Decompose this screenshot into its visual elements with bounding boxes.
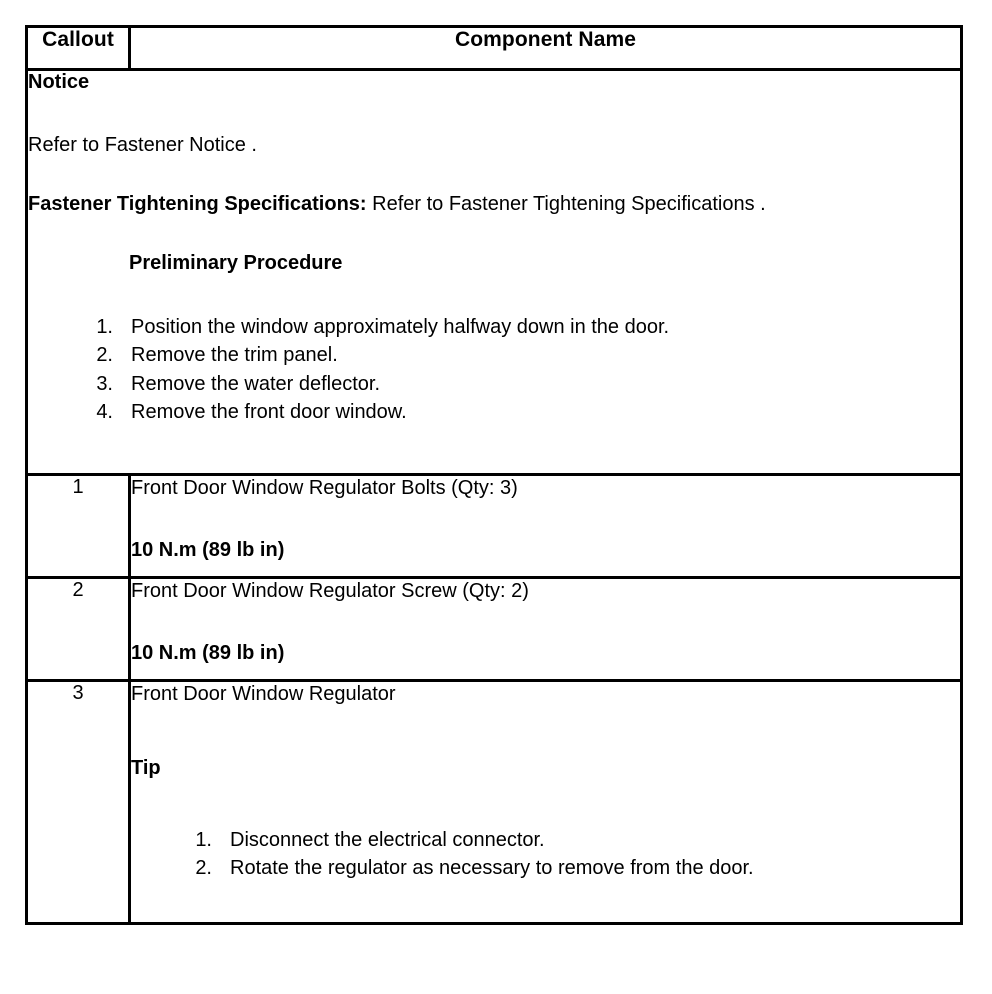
table-header-row: Callout Component Name <box>25 25 963 71</box>
tip-list: 1. Disconnect the electrical connector. … <box>178 826 960 883</box>
notice-row: Notice Refer to Fastener Notice . Fasten… <box>25 68 963 476</box>
component-cell: Front Door Window Regulator Tip 1. Disco… <box>128 678 963 925</box>
preliminary-procedure-heading: Preliminary Procedure <box>129 252 343 274</box>
spacer <box>28 216 960 252</box>
list-item-number: 1. <box>195 828 212 851</box>
list-item-text: Disconnect the electrical connector. <box>230 828 545 851</box>
list-item: 3. Remove the water deflector. <box>79 370 960 398</box>
list-item-text: Remove the trim panel. <box>131 344 338 367</box>
component-title: Front Door Window Regulator <box>131 682 396 705</box>
list-item-text: Remove the front door window. <box>131 401 407 424</box>
spacer <box>28 427 960 473</box>
spacer <box>131 603 960 641</box>
tip-heading: Tip <box>131 756 161 779</box>
table-row: 3 Front Door Window Regulator Tip 1. Dis… <box>25 678 963 925</box>
component-cell: Front Door Window Regulator Screw (Qty: … <box>128 575 963 682</box>
list-item: 2. Remove the trim panel. <box>79 341 960 369</box>
list-item: 1. Position the window approximately hal… <box>79 313 960 341</box>
list-item-number: 1. <box>96 316 113 338</box>
notice-title: Notice <box>28 71 90 93</box>
component-cell: Front Door Window Regulator Bolts (Qty: … <box>128 472 963 579</box>
fastener-spec-text: Refer to Fastener Tightening Specificati… <box>366 193 766 215</box>
spacer <box>131 882 960 920</box>
callout-number: 3 <box>25 678 131 925</box>
torque-spec: 10 N.m (89 lb in) <box>131 538 285 561</box>
spacer <box>28 96 960 134</box>
list-item: 4. Remove the front door window. <box>79 398 960 426</box>
list-item: 2. Rotate the regulator as necessary to … <box>178 854 960 882</box>
list-item-text: Rotate the regulator as necessary to rem… <box>230 856 754 879</box>
fastener-notice-text: Refer to Fastener Notice . <box>28 134 257 156</box>
list-item: 1. Disconnect the electrical connector. <box>178 826 960 854</box>
column-header-callout: Callout <box>25 25 131 71</box>
table-row: 2 Front Door Window Regulator Screw (Qty… <box>25 575 963 682</box>
preliminary-procedure-list: 1. Position the window approximately hal… <box>79 313 960 427</box>
torque-spec: 10 N.m (89 lb in) <box>131 641 285 664</box>
table-row: 1 Front Door Window Regulator Bolts (Qty… <box>25 472 963 579</box>
fastener-spec-label: Fastener Tightening Specifications: <box>28 193 367 215</box>
list-item-number: 2. <box>96 344 113 367</box>
list-item-number: 4. <box>96 401 113 424</box>
callout-number: 1 <box>25 472 131 579</box>
column-header-component-name: Component Name <box>128 25 963 71</box>
fastener-spec-line: Fastener Tightening Specifications: Refe… <box>28 193 960 216</box>
notice-cell: Notice Refer to Fastener Notice . Fasten… <box>25 68 963 476</box>
spacer <box>28 157 960 193</box>
list-item-text: Remove the water deflector. <box>131 372 381 395</box>
spacer <box>131 780 960 826</box>
callout-number: 2 <box>25 575 131 682</box>
spacer <box>131 500 960 538</box>
spacer <box>28 275 960 313</box>
spacer <box>131 706 960 756</box>
component-title: Front Door Window Regulator Bolts (Qty: … <box>131 476 518 499</box>
component-title: Front Door Window Regulator Screw (Qty: … <box>131 579 529 602</box>
list-item-number: 3. <box>96 372 113 395</box>
list-item-number: 2. <box>195 856 212 879</box>
list-item-text: Position the window approximately halfwa… <box>131 316 670 338</box>
service-procedure-table: Callout Component Name Notice Refer to F… <box>25 25 963 925</box>
